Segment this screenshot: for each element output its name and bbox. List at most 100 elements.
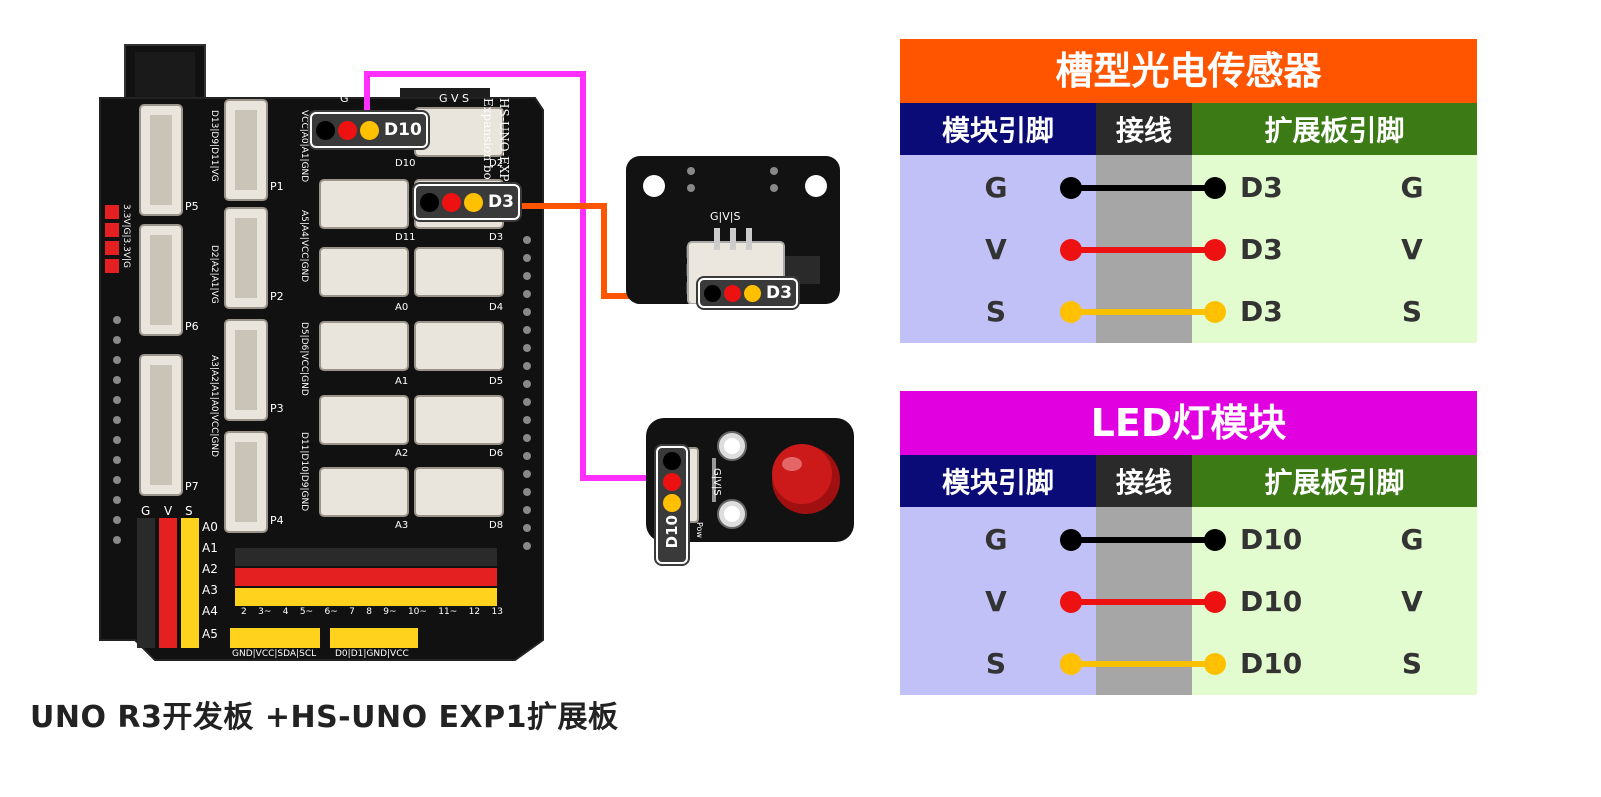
tag-d3-sensor: D3 [698,278,798,308]
gvs-header-v: V [164,504,173,518]
analog-label-a2: A2 [202,562,218,576]
analog-label-a1: A1 [202,541,218,555]
pin-number: 2 [241,607,247,617]
table-row: V D10 V [900,571,1477,633]
wire-line [1070,537,1215,543]
port-label-p6: P6 [185,320,199,333]
tag-dot-red [663,473,681,491]
analog-label-a4: A4 [202,604,218,618]
table-header: 模块引脚 接线 扩展板引脚 [900,455,1477,507]
module-pin: S [985,647,1007,680]
pin-number: 8 [366,607,372,617]
pin-number: 11~ [438,607,458,617]
board-caption: UNO R3开发板 +HS-UNO EXP1扩展板 [30,700,619,735]
pin-number: 12 [468,607,481,617]
port-label-p7: P7 [185,480,199,493]
tag-d10-label: D10 [384,120,422,140]
wire-end-dot [1204,239,1226,261]
port-label-p2: P2 [270,290,284,303]
tag-d3-label: D3 [488,192,514,212]
pin-number: 4 [282,607,289,617]
wire-end-dot [1060,653,1082,675]
right-pin-label-d2: D2 [489,158,504,169]
tag-d10-board: D10 [310,112,428,148]
board-pin: D10 [1240,523,1303,556]
sensor-pin-labels: G|V|S [710,210,741,223]
tag-d10-led-label: D10 [663,515,681,549]
pin-number: 5~ [299,607,314,617]
expansion-pin: V [1401,585,1423,618]
expansion-pin: V [1401,233,1423,266]
tag-dot-black [663,452,681,470]
header-expansion-pin: 扩展板引脚 [1192,455,1477,507]
board-pin: D3 [1240,295,1283,328]
led-power-label: Pow [695,522,704,538]
pin-number: 7 [349,607,355,617]
bottom-pin-numbers: 2 3~ 4 5~ 6~ 7 8 9~ 10~ 11~ 12 13 [241,607,503,617]
analog-label-a5: A5 [202,627,218,641]
port-label-p1: P1 [270,180,284,193]
magenta-wire [364,71,662,481]
wire-end-dot [1204,529,1226,551]
right-pin-label-d8: D8 [489,520,504,531]
right-pin-label-a1: A1 [395,376,409,387]
table-body: G D10 G V D10 V S D10 S [900,507,1477,695]
module-pin: V [985,233,1007,266]
board-pin: D10 [1240,647,1303,680]
expansion-pin: S [1401,647,1423,680]
header-wire: 接线 [1096,455,1192,507]
wire-end-dot [1060,301,1082,323]
right-pin-label-d6: D6 [489,448,504,459]
table-row: S D3 S [900,281,1477,343]
analog-label-a3: A3 [202,583,218,597]
header-module-pin: 模块引脚 [900,455,1096,507]
board-svg [99,44,544,661]
module-pin: S [985,295,1007,328]
board-pin: D10 [1240,585,1303,618]
pin-number: 6~ [324,607,338,617]
right-pin-label-a0: A0 [395,302,409,313]
expansion-board-illustration: HS-UNO-EXP Expansion bo G V S G 3.3V|G|3… [95,40,555,665]
right-pin-label-a2: A2 [395,448,409,459]
board-top-gvs-label: G V S [439,92,470,105]
wire-end-dot [1060,239,1082,261]
wire-end-dot [1204,177,1226,199]
wire-line [1070,247,1215,253]
right-pin-label-d10: D10 [395,158,416,169]
tag-d3-board: D3 [414,184,520,220]
table-header: 模块引脚 接线 扩展板引脚 [900,103,1477,155]
right-pin-label-d5: D5 [489,376,504,387]
header-wire: 接线 [1096,103,1192,155]
expansion-pin: G [1400,523,1424,556]
tag-d10-led: D10 [656,446,688,564]
led-wiring-table: LED灯模块 模块引脚 接线 扩展板引脚 G D10 G V D10 V S [900,391,1477,695]
bottom-left-labels: GND|VCC|SDA|SCL [232,649,317,659]
board-top-g-label: G [340,92,349,105]
right-pin-label-d4: D4 [489,302,504,313]
module-pin: V [985,585,1007,618]
table-row: G D3 G [900,157,1477,219]
wire-end-dot [1060,529,1082,551]
table-row: G D10 G [900,509,1477,571]
pcb-body [99,97,544,661]
pin-number: 10~ [407,607,427,617]
wire-end-dot [1204,301,1226,323]
right-pin-label-a3: A3 [395,520,409,531]
board-pin: D3 [1240,171,1283,204]
wire-end-dot [1060,177,1082,199]
wire-end-dot [1204,591,1226,613]
port-label-p3: P3 [270,402,284,415]
wire-line [1070,185,1215,191]
pin-number: 13 [491,607,503,617]
mount-hole-icon [643,175,665,197]
table-title: 槽型光电传感器 [900,39,1477,103]
table-row: V D3 V [900,219,1477,281]
wire-line [1070,661,1215,667]
module-pin: G [984,171,1008,204]
pin-number: 3~ [258,607,272,617]
right-pin-label-d11: D11 [395,232,416,243]
wire-line [1070,599,1215,605]
header-module-pin: 模块引脚 [900,103,1096,155]
board-pin: D3 [1240,233,1283,266]
port-label-p5: P5 [185,200,199,213]
